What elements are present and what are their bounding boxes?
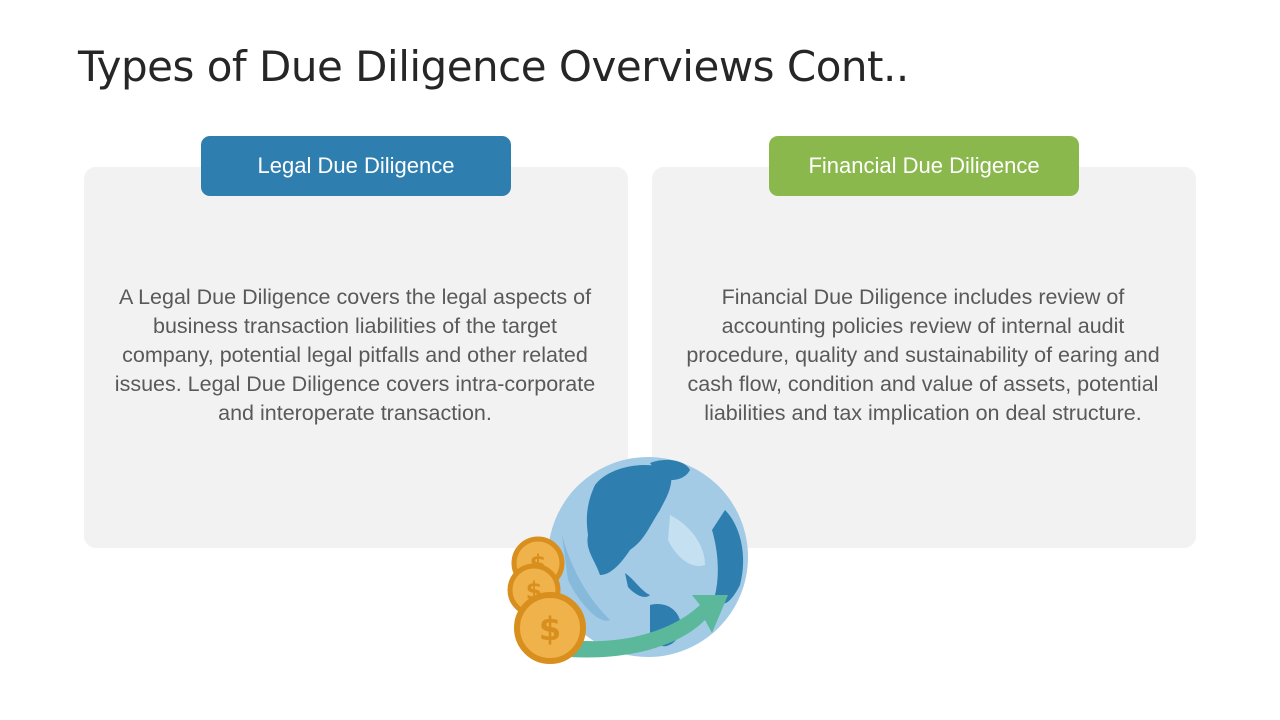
arrow-icon (570, 595, 728, 658)
legal-due-diligence-badge: Legal Due Diligence (201, 136, 511, 196)
slide-title: Types of Due Diligence Overviews Cont.. (78, 42, 909, 91)
svg-text:$: $ (539, 610, 561, 648)
globe-icon (548, 457, 748, 657)
financial-badge-label: Financial Due Diligence (808, 153, 1040, 178)
coins-icon: $ $ $ (507, 536, 586, 664)
legal-description: A Legal Due Diligence covers the legal a… (114, 285, 596, 425)
financial-due-diligence-badge: Financial Due Diligence (769, 136, 1079, 196)
financial-description: Financial Due Diligence includes review … (686, 285, 1160, 425)
legal-badge-label: Legal Due Diligence (257, 153, 455, 178)
globe-with-coins-and-arrow-icon: $ $ $ (500, 455, 760, 675)
financial-card-panel (652, 167, 1196, 548)
legal-card-panel (84, 167, 628, 548)
